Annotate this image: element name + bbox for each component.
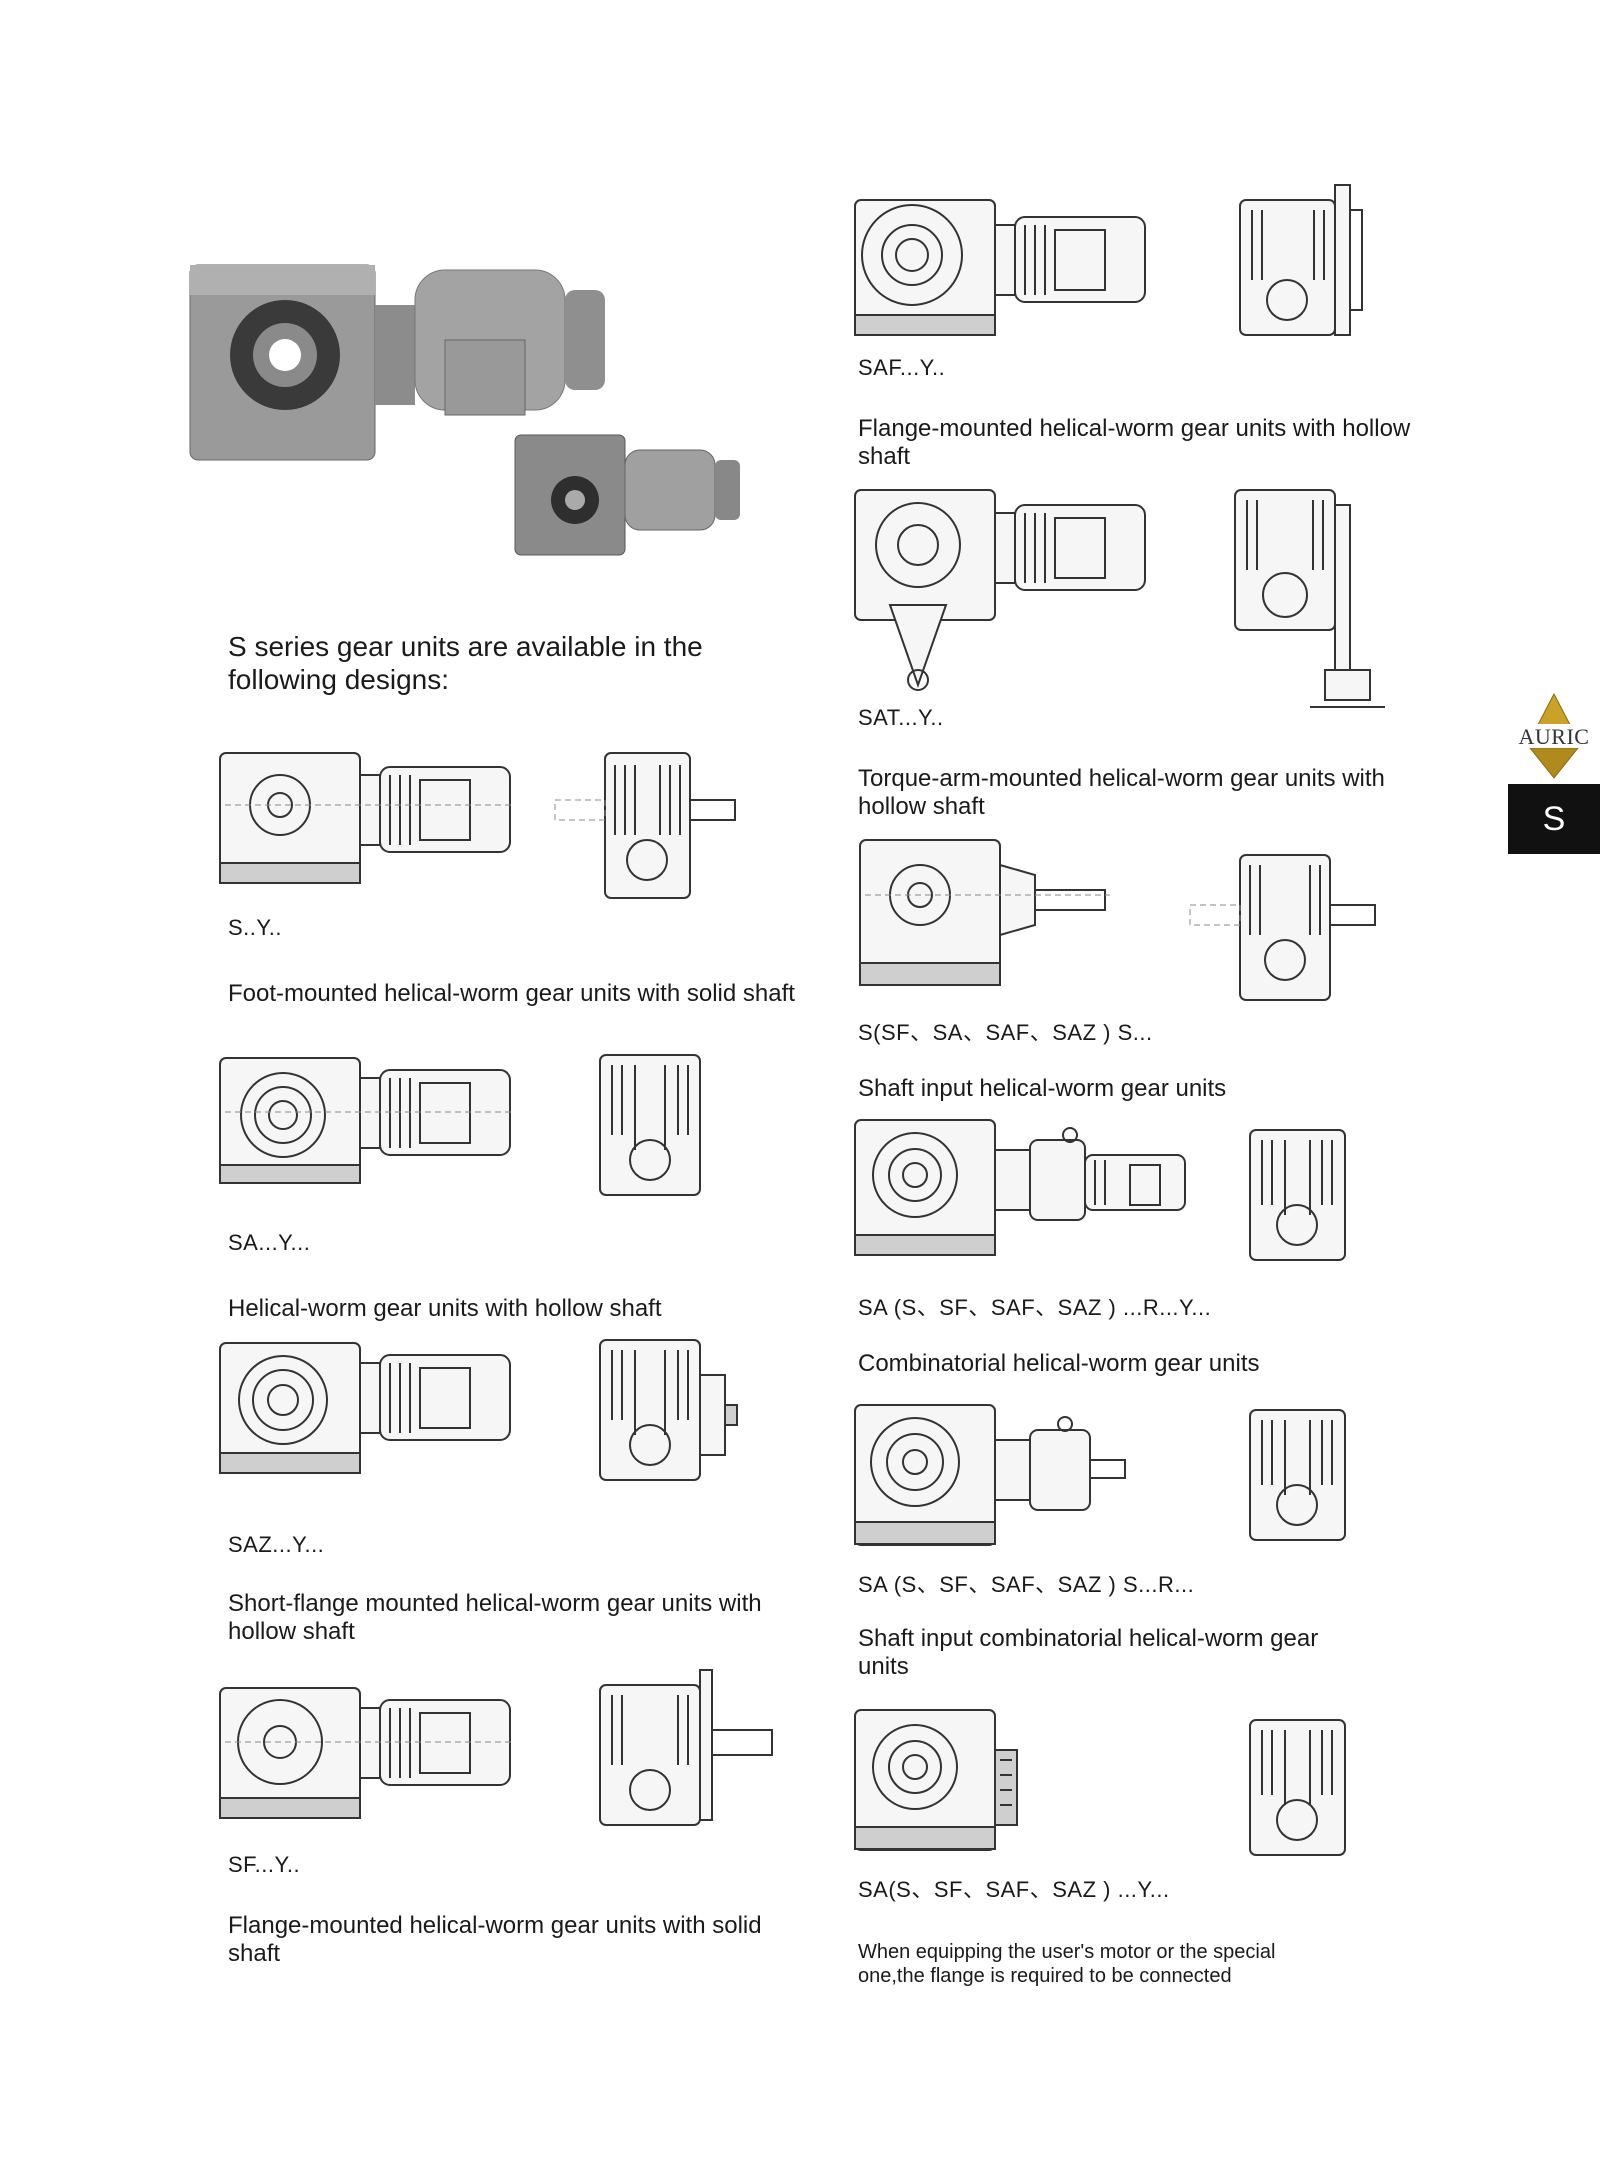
drawing-s-shaft-side <box>1185 850 1385 1005</box>
drawing-s-front <box>215 745 515 897</box>
desc-saz-y: Short-flange mounted helical-worm gear u… <box>228 1590 762 1645</box>
drawing-sf-side <box>590 1665 780 1835</box>
code-sf-y: SF...Y.. <box>228 1852 301 1877</box>
drawing-sa-user-motor-front <box>850 1705 1030 1860</box>
drawing-sa-r-front <box>850 1115 1195 1265</box>
code-saz-y: SAZ...Y... <box>228 1532 325 1557</box>
desc-sa-s-r: Shaft input combinatorial helical-worm g… <box>858 1625 1319 1680</box>
code-saf-y: SAF...Y.. <box>858 355 946 380</box>
drawing-sa-side <box>590 1050 720 1200</box>
code-s-shaft: S(SF、SA、SAF、SAZ ) S... <box>858 1020 1153 1045</box>
drawing-sat-side <box>1225 485 1390 720</box>
drawing-sf-front <box>215 1680 515 1830</box>
auric-logo: AURIC <box>1508 690 1600 782</box>
drawing-s-shaft-front <box>855 835 1115 995</box>
auric-triangle-icon <box>1508 692 1600 779</box>
drawing-sa-front <box>215 1050 515 1195</box>
code-sa-s-r: SA (S、SF、SAF、SAZ ) S...R... <box>858 1572 1195 1597</box>
drawing-sat-front <box>850 485 1150 695</box>
drawing-saf-front <box>850 195 1150 345</box>
desc-sa-y: Helical-worm gear units with hollow shaf… <box>228 1295 662 1322</box>
drawing-saz-front <box>215 1335 515 1485</box>
code-sa-user-motor: SA(S、SF、SAF、SAZ ) ...Y... <box>858 1877 1170 1902</box>
drawing-saf-side <box>1230 180 1370 340</box>
note-user-motor: When equipping the user's motor or the s… <box>858 1941 1276 1987</box>
code-sa-y: SA...Y... <box>228 1230 311 1255</box>
drawing-sa-user-motor-side <box>1240 1715 1360 1860</box>
desc-sa-r-y: Combinatorial helical-worm gear units <box>858 1350 1260 1377</box>
product-photo <box>185 235 755 565</box>
intro-text: S series gear units are available in the… <box>228 631 703 695</box>
code-sat-y: SAT...Y.. <box>858 705 944 730</box>
drawing-saz-side <box>590 1335 760 1490</box>
auric-logo-text: AURIC <box>1518 724 1590 749</box>
drawing-sa-s-r-side <box>1240 1405 1360 1545</box>
code-s-y: S..Y.. <box>228 915 282 940</box>
desc-sat-y: Torque-arm-mounted helical-worm gear uni… <box>858 765 1385 820</box>
drawing-s-side <box>550 745 750 905</box>
drawing-sa-s-r-front <box>850 1400 1140 1555</box>
desc-s-shaft: Shaft input helical-worm gear units <box>858 1075 1227 1102</box>
drawing-sa-r-side <box>1240 1125 1360 1265</box>
desc-s-y: Foot-mounted helical-worm gear units wit… <box>228 980 795 1007</box>
code-sa-r-y: SA (S、SF、SAF、SAZ ) ...R...Y... <box>858 1295 1212 1320</box>
section-tab-s: S <box>1508 784 1600 854</box>
desc-sf-y: Flange-mounted helical-worm gear units w… <box>228 1912 762 1967</box>
desc-saf-y: Flange-mounted helical-worm gear units w… <box>858 415 1411 470</box>
